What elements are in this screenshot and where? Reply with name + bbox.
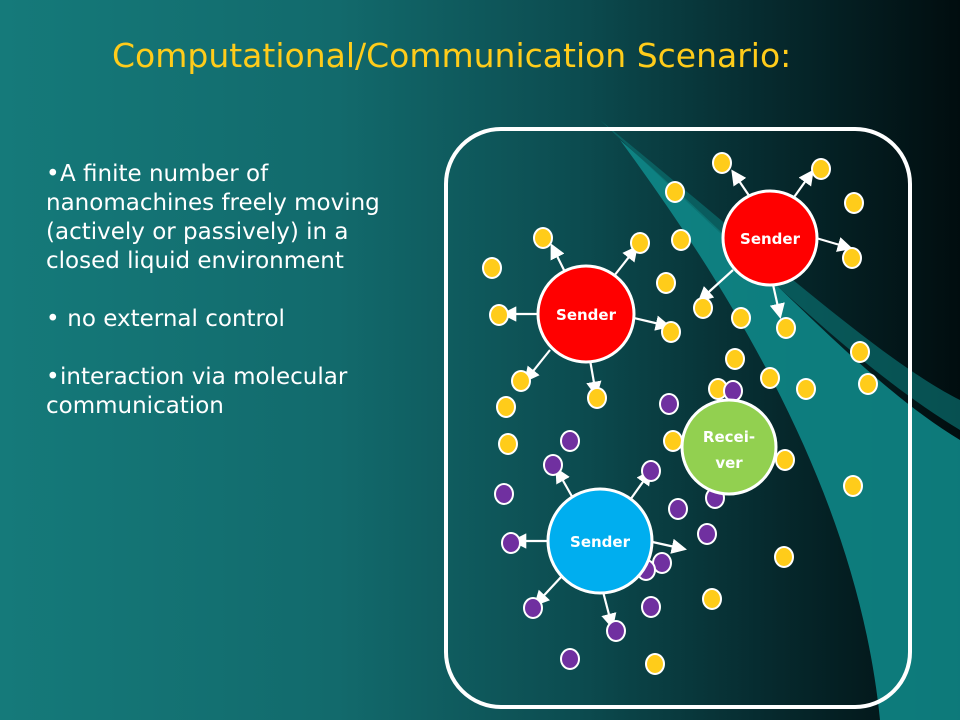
signal-molecule: [665, 181, 685, 203]
signal-molecule: [496, 396, 516, 418]
node-label: Sender: [570, 533, 631, 551]
signal-molecule: [661, 321, 681, 343]
signal-molecule: [560, 648, 580, 670]
arrow: [613, 245, 638, 277]
bullet-text: no external control: [60, 306, 285, 332]
liquid-environment-container: [444, 127, 912, 709]
bullet-text: A finite number of nanomachines freely m…: [46, 161, 380, 274]
signal-molecule: [796, 378, 816, 400]
signal-molecule: [587, 387, 607, 409]
node-label: Sender: [556, 306, 617, 324]
signal-molecule: [725, 348, 745, 370]
signal-molecule: [630, 232, 650, 254]
bullet-text: interaction via molecular communication: [46, 364, 348, 419]
signal-molecules-purple: [494, 380, 743, 670]
signal-molecule: [489, 304, 509, 326]
signal-molecule: [843, 475, 863, 497]
arrow: [533, 575, 563, 607]
signal-molecule: [641, 460, 661, 482]
signal-molecule: [760, 367, 780, 389]
signal-molecule: [702, 588, 722, 610]
signal-molecule: [482, 257, 502, 279]
signal-molecule: [543, 454, 563, 476]
arrow: [697, 269, 734, 303]
arrow: [791, 169, 814, 201]
emission-arrows: [500, 169, 853, 629]
signal-molecule: [533, 227, 553, 249]
signal-molecule: [501, 532, 521, 554]
arrow: [815, 236, 853, 252]
signal-molecule: [511, 370, 531, 392]
signal-molecule: [641, 596, 661, 618]
signal-molecule: [523, 597, 543, 619]
signal-molecule: [498, 433, 518, 455]
signal-molecule: [858, 373, 878, 395]
node-label: ver: [715, 454, 743, 472]
bullet-item: • no external control: [46, 306, 285, 332]
signal-molecule: [606, 620, 626, 642]
signal-molecule: [774, 546, 794, 568]
sender-node-middle: Sender: [536, 264, 636, 364]
signal-molecule: [668, 498, 688, 520]
signal-molecule: [776, 317, 796, 339]
signal-molecule: [656, 272, 676, 294]
signal-molecule: [723, 380, 743, 402]
signal-molecule: [844, 192, 864, 214]
signal-molecules-yellow: [482, 152, 878, 675]
arrow: [524, 349, 551, 383]
node-label: Sender: [740, 230, 801, 248]
signal-molecule: [850, 341, 870, 363]
signal-molecule: [659, 393, 679, 415]
signal-molecule: [712, 152, 732, 174]
signal-molecule: [775, 449, 795, 471]
sender-node-bottom: Sender: [546, 487, 654, 595]
signal-molecule: [811, 158, 831, 180]
signal-molecule: [693, 297, 713, 319]
signal-molecule: [663, 430, 683, 452]
signal-molecule: [494, 483, 514, 505]
node-label: Recei-: [703, 428, 755, 446]
bullet-item: •A finite number of nanomachines freely …: [46, 161, 380, 274]
bullet-list: •A finite number of nanomachines freely …: [46, 160, 426, 450]
signal-molecule: [731, 307, 751, 329]
receiver-node: Recei- ver: [680, 398, 778, 496]
arrow: [633, 315, 671, 331]
sender-node-top: Sender: [721, 189, 819, 287]
slide-title: Computational/Communication Scenario:: [112, 36, 792, 75]
arrow: [647, 538, 688, 554]
signal-molecule: [697, 523, 717, 545]
arrow: [555, 467, 575, 501]
signal-molecule: [645, 653, 665, 675]
signal-molecule: [842, 247, 862, 269]
signal-molecule: [671, 229, 691, 251]
bullet-item: •interaction via molecular communication: [46, 364, 348, 419]
signal-molecule: [560, 430, 580, 452]
